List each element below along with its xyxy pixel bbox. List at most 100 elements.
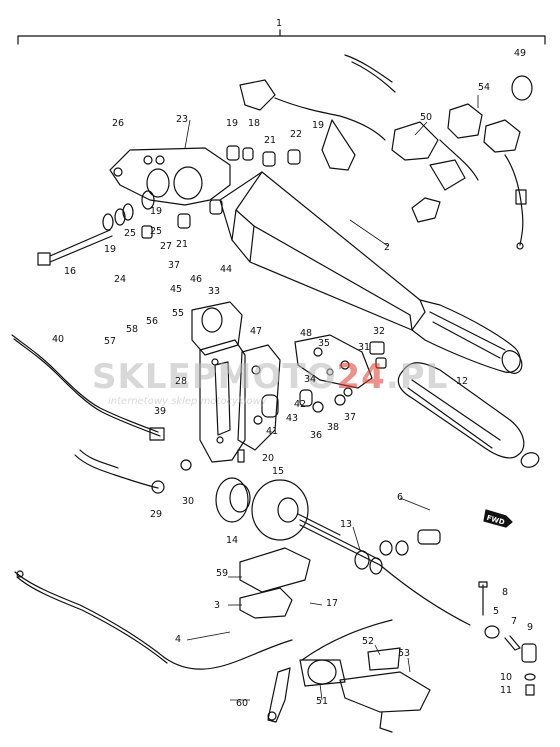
watermark-brand-red: 24 bbox=[337, 357, 386, 397]
callout-c19c: 19 bbox=[104, 244, 116, 255]
callout-c17: 17 bbox=[326, 598, 338, 609]
callout-c3: 3 bbox=[214, 600, 220, 611]
callout-c50: 50 bbox=[420, 112, 432, 123]
callout-c38: 38 bbox=[327, 422, 339, 433]
callout-c19d: 19 bbox=[150, 206, 162, 217]
callout-c51: 51 bbox=[316, 696, 328, 707]
callout-c25b: 25 bbox=[150, 226, 162, 237]
callout-c31: 31 bbox=[358, 342, 370, 353]
callout-c37b: 37 bbox=[168, 260, 180, 271]
assembly-1-bracket bbox=[17, 29, 546, 45]
callout-c9: 9 bbox=[527, 622, 533, 633]
callout-c39: 39 bbox=[154, 406, 166, 417]
callout-c28: 28 bbox=[175, 376, 187, 387]
callout-c4: 4 bbox=[175, 634, 181, 645]
lever-60 bbox=[267, 667, 291, 723]
watermark: SKLEPMOTO24.PL internetowy sklep motocyk… bbox=[92, 357, 448, 407]
neutral-switch-51 bbox=[299, 619, 393, 687]
callout-c35: 35 bbox=[318, 338, 330, 349]
callout-c42: 42 bbox=[294, 399, 306, 410]
callout-c59: 59 bbox=[216, 568, 228, 579]
lead-wire bbox=[74, 449, 245, 494]
spring-washers-25 bbox=[102, 190, 155, 231]
callout-c53: 53 bbox=[398, 648, 410, 659]
callout-c45: 45 bbox=[170, 284, 182, 295]
callout-c13: 13 bbox=[340, 519, 352, 530]
callout-c44: 44 bbox=[220, 264, 232, 275]
callout-c36: 36 bbox=[310, 430, 322, 441]
callout-c6: 6 bbox=[397, 492, 403, 503]
callout-c54: 54 bbox=[478, 82, 490, 93]
callout-c19a: 19 bbox=[226, 118, 238, 129]
kill-switch-54 bbox=[447, 75, 533, 250]
callout-c58: 58 bbox=[126, 324, 138, 335]
callout-c16: 16 bbox=[64, 266, 76, 277]
callout-c23: 23 bbox=[176, 114, 188, 125]
throttle-arm-47 bbox=[237, 344, 281, 451]
pivot-collar-41 bbox=[261, 389, 313, 418]
callout-c8: 8 bbox=[502, 587, 508, 598]
stop-cable-40 bbox=[11, 334, 165, 441]
callout-c33: 33 bbox=[208, 286, 220, 297]
switch-bracket-53 bbox=[339, 647, 431, 733]
throttle-cable-4 bbox=[14, 570, 293, 670]
callout-c22: 22 bbox=[290, 129, 302, 140]
callout-c30: 30 bbox=[182, 496, 194, 507]
throttle-pulley-15 bbox=[251, 479, 341, 541]
shaft-collar-set-6 bbox=[379, 529, 441, 556]
watermark-brand-left: SKLEP bbox=[92, 357, 218, 397]
watermark-brand-mid: MOTO bbox=[218, 357, 337, 397]
watermark-tagline: internetowy sklep motocyklowy bbox=[108, 396, 268, 407]
callout-c19b: 19 bbox=[312, 120, 324, 131]
throttle-guide-33 bbox=[191, 301, 243, 356]
callout-c20: 20 bbox=[262, 453, 274, 464]
callout-c29: 29 bbox=[150, 509, 162, 520]
callout-c12: 12 bbox=[456, 376, 468, 387]
callout-labels: 1 2 3 4 5 6 7 8 9 10 11 12 13 14 15 16 1… bbox=[52, 18, 533, 709]
watermark-brand-tld: .PL bbox=[386, 357, 449, 397]
callout-c27: 27 bbox=[160, 241, 172, 252]
callout-c55: 55 bbox=[172, 308, 184, 319]
callout-c49: 49 bbox=[514, 48, 526, 59]
callout-c57: 57 bbox=[104, 336, 116, 347]
callout-c48: 48 bbox=[300, 328, 312, 339]
callout-c46: 46 bbox=[190, 274, 202, 285]
callout-c21b: 21 bbox=[176, 239, 188, 250]
cable-holder-3 bbox=[239, 587, 293, 619]
leader-lines bbox=[184, 95, 479, 701]
callout-c21a: 21 bbox=[264, 135, 276, 146]
callout-c56: 56 bbox=[146, 316, 158, 327]
callout-c40: 40 bbox=[52, 334, 64, 345]
callout-c47: 47 bbox=[250, 326, 262, 337]
tiller-handle-body bbox=[219, 171, 523, 374]
callout-c1: 1 bbox=[276, 18, 282, 29]
callout-c52: 52 bbox=[362, 636, 374, 647]
callout-c10: 10 bbox=[500, 672, 512, 683]
stop-switch-wiring bbox=[239, 54, 479, 223]
callout-c18: 18 bbox=[248, 118, 260, 129]
callout-c14: 14 bbox=[226, 535, 238, 546]
throttle-plate-35 bbox=[294, 334, 373, 389]
callout-c34: 34 bbox=[304, 374, 316, 385]
throttle-pulley-14 bbox=[215, 477, 251, 523]
right-fasteners bbox=[478, 581, 537, 696]
throttle-shaft-13 bbox=[299, 519, 471, 626]
callout-c7: 7 bbox=[511, 616, 517, 627]
tiller-bracket-23 bbox=[109, 147, 231, 206]
callout-c5: 5 bbox=[493, 606, 499, 617]
callout-c37a: 37 bbox=[344, 412, 356, 423]
callout-c41: 41 bbox=[266, 426, 278, 437]
callout-c11: 11 bbox=[500, 685, 512, 696]
callout-c32: 32 bbox=[373, 326, 385, 337]
fasteners-36-38 bbox=[312, 341, 387, 413]
collar-set bbox=[141, 145, 301, 239]
svg-text:SKLEPMOTO24.PL: SKLEPMOTO24.PL bbox=[92, 357, 448, 397]
callout-c24: 24 bbox=[114, 274, 126, 285]
callout-c25a: 25 bbox=[124, 228, 136, 239]
callout-c43: 43 bbox=[286, 413, 298, 424]
callout-c2: 2 bbox=[384, 242, 390, 253]
bolt-16 bbox=[37, 229, 113, 266]
fwd-arrow bbox=[483, 509, 513, 528]
callout-c26: 26 bbox=[112, 118, 124, 129]
